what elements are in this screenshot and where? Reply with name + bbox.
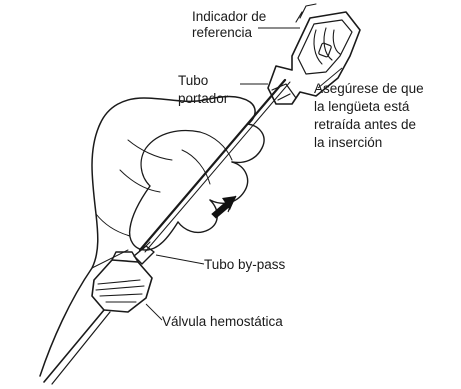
label-tab-note-line2: la lengüeta está — [314, 98, 409, 115]
label-bypass-tube: Tubo by-pass — [204, 256, 285, 273]
hemostatic-valve — [44, 252, 152, 384]
label-tab-note-line3: retraída antes de — [314, 116, 416, 133]
label-reference-indicator-line1: Indicador de — [192, 8, 266, 25]
label-tab-note-line4: la inserción — [314, 134, 382, 151]
label-carrier-tube-line1: Tubo — [178, 72, 208, 89]
label-hemostatic-valve: Válvula hemostática — [162, 313, 283, 330]
label-reference-indicator-line2: referencia — [192, 24, 252, 41]
label-carrier-tube-line2: portador — [178, 90, 228, 107]
label-tab-note-line1: Asegúrese de que — [314, 80, 424, 97]
leader-lines — [146, 28, 342, 320]
